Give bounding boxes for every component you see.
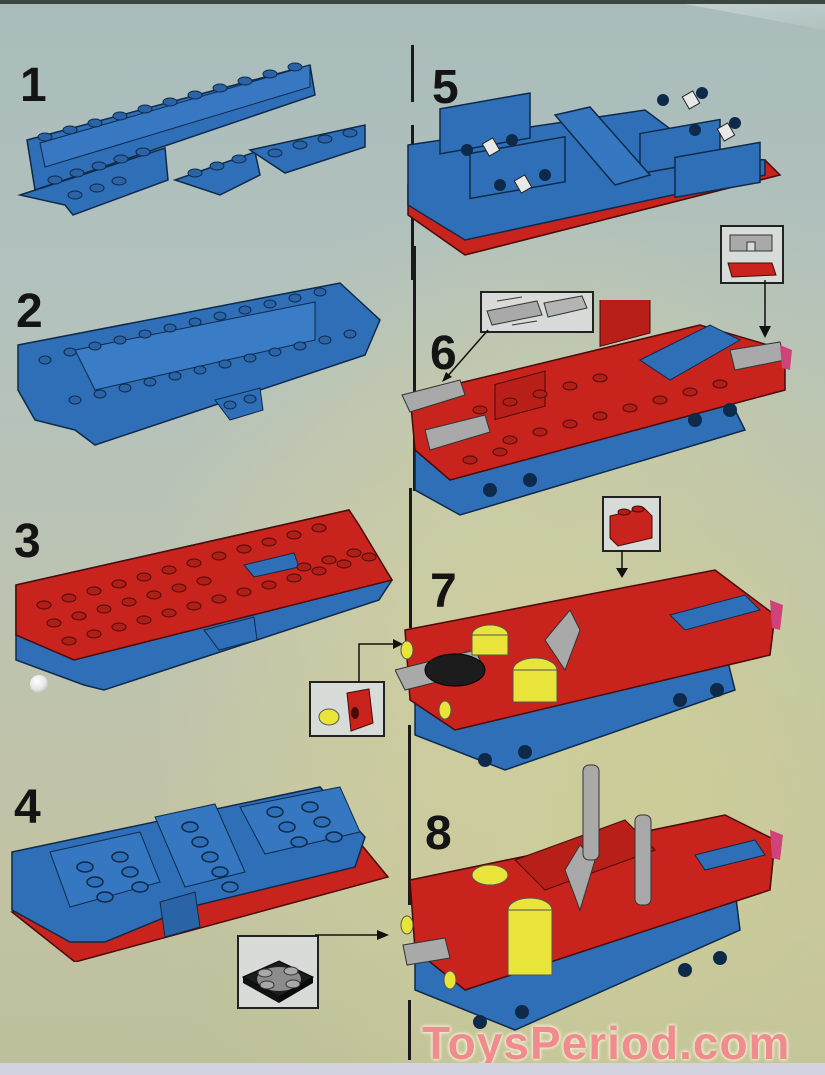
wheel-brick-icon <box>318 688 374 732</box>
step-8-plate-callout <box>237 935 319 1009</box>
step-1-model <box>17 62 366 216</box>
step-number-3: 3 <box>14 515 41 568</box>
callout-arrow <box>759 280 771 338</box>
step-3-model <box>15 509 394 691</box>
step-6-hinge-callout <box>480 291 594 333</box>
column-divider <box>408 1000 411 1060</box>
red-brick-icon <box>609 505 653 547</box>
watermark: ToysPeriod.com <box>422 1017 791 1069</box>
column-divider <box>413 246 416 491</box>
hinge-plate-icon <box>486 295 588 326</box>
callout-arrow <box>616 550 628 578</box>
step-2-model <box>17 282 381 446</box>
step-number-8: 8 <box>425 807 452 860</box>
turntable-plate-icon <box>241 960 315 1003</box>
step-4-model <box>10 786 390 962</box>
clip-brick-icon <box>727 234 777 278</box>
column-divider <box>409 488 412 628</box>
step-number-2: 2 <box>16 285 43 338</box>
step-number-6: 6 <box>430 327 457 380</box>
step-8-model <box>400 764 783 1031</box>
callout-arrow <box>315 930 389 940</box>
step-7-model <box>395 569 783 771</box>
step-number-7: 7 <box>430 565 457 618</box>
folded-corner <box>685 4 825 30</box>
step-number-5: 5 <box>432 61 459 114</box>
step-7-brick-callout <box>602 496 661 552</box>
step-5-model <box>407 87 782 256</box>
step-7-wheel-callout <box>309 681 385 737</box>
step-6-model <box>401 300 792 516</box>
binder-hole <box>30 675 48 693</box>
callout-arrow <box>442 329 489 382</box>
callout-arrow <box>358 639 403 682</box>
column-divider <box>408 725 411 905</box>
step-number-1: 1 <box>20 59 47 112</box>
page-top-edge <box>0 0 825 4</box>
step-6-clip-callout <box>720 225 784 284</box>
step-number-4: 4 <box>14 781 41 834</box>
column-divider <box>411 45 414 102</box>
page-bottom-edge <box>0 1063 825 1075</box>
